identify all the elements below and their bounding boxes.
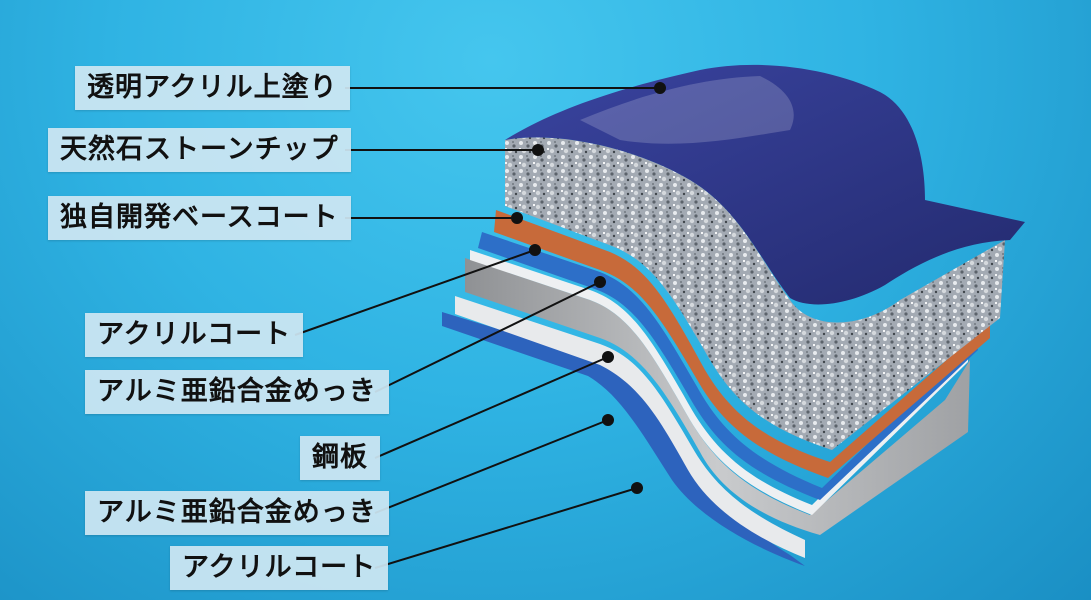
top-coat-highlight	[580, 76, 794, 144]
layer-base-coat	[494, 210, 990, 478]
leader-dot-stone-chip	[532, 144, 544, 156]
leader-line-acrylic-coat-upper	[294, 249, 536, 336]
label-top-clear-acrylic: 透明アクリル上塗り	[75, 66, 350, 110]
label-acrylic-coat-upper: アクリルコート	[85, 313, 304, 357]
leader-line-acrylic-coat-lower	[374, 487, 638, 569]
layer-plating-upper	[470, 250, 968, 515]
layer-acrylic-coat-upper	[478, 232, 978, 500]
label-plating-upper: アルミ亜鉛合金めっき	[85, 370, 389, 414]
leader-line-steel-plate	[374, 356, 609, 459]
label-plating-lower: アルミ亜鉛合金めっき	[85, 491, 389, 535]
label-steel-plate: 鋼板	[300, 436, 380, 480]
leader-dot-base-coat	[511, 212, 523, 224]
label-acrylic-coat-lower: アクリルコート	[170, 546, 389, 590]
leader-line-plating-upper	[374, 281, 601, 393]
leader-dot-top-clear-acrylic	[654, 82, 666, 94]
layer-plating-lower	[455, 296, 805, 558]
leader-dot-acrylic-coat-upper	[529, 244, 541, 256]
label-base-coat: 独自開発ベースコート	[48, 196, 351, 240]
leader-dot-plating-lower	[602, 414, 614, 426]
label-stone-chip: 天然石ストーンチップ	[48, 128, 351, 172]
layer-stone-chip	[505, 137, 1005, 451]
layer-top-clear-acrylic	[505, 64, 1025, 305]
layer-steel-plate	[465, 258, 970, 535]
leader-dot-acrylic-coat-lower	[631, 482, 643, 494]
leader-dot-steel-plate	[602, 351, 614, 363]
leader-dot-plating-upper	[594, 276, 606, 288]
leader-line-plating-lower	[374, 419, 609, 514]
